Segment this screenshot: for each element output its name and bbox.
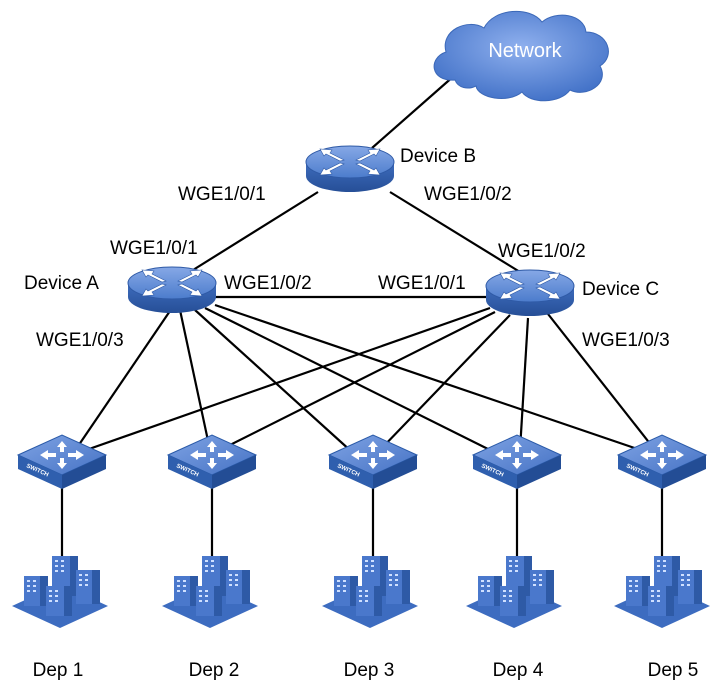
link-c-sw1 <box>71 306 491 457</box>
department-label: Dep 2 <box>189 660 240 681</box>
department-3: Dep 3 <box>322 556 418 681</box>
router-icon <box>485 269 575 317</box>
link-a-sw1 <box>71 307 173 456</box>
link-b-a <box>184 191 319 276</box>
cloud-icon <box>433 10 609 102</box>
port-labels: WGE1/0/1 WGE1/0/2 WGE1/0/1 WGE1/0/2 WGE1… <box>36 184 670 351</box>
department-2: Dep 2 <box>162 556 258 681</box>
device-a: Device A <box>24 266 217 314</box>
link-network-b <box>371 74 456 149</box>
port-label-b-right: WGE1/0/2 <box>424 184 512 205</box>
port-label-c-left: WGE1/0/1 <box>378 273 466 294</box>
buildings-icon <box>466 556 562 628</box>
device-c: Device C <box>485 269 659 317</box>
switch-icon <box>472 434 562 490</box>
link-c-sw4 <box>518 317 530 451</box>
device-a-label: Device A <box>24 273 99 294</box>
departments: Dep 1 Dep 2 Dep 3 Dep 4 Dep 5 <box>12 556 710 681</box>
port-label-a-bottom: WGE1/0/3 <box>36 330 124 351</box>
buildings-icon <box>322 556 418 628</box>
link-a-sw3 <box>194 309 353 453</box>
router-icon <box>127 266 217 314</box>
switch-2: SWITCH <box>167 434 257 490</box>
link-c-sw2 <box>209 311 496 456</box>
link-a-sw5 <box>214 303 656 457</box>
port-label-a-right: WGE1/0/2 <box>224 273 312 294</box>
cloud-label: Network <box>488 40 562 62</box>
department-label: Dep 5 <box>648 660 699 681</box>
switches: SWITCH SWITCH SWITCH SWITCH SWITCH <box>17 434 707 490</box>
buildings-icon <box>162 556 258 628</box>
port-label-a-top: WGE1/0/1 <box>110 238 198 259</box>
switch-5: SWITCH <box>617 434 707 490</box>
department-label: Dep 4 <box>493 660 544 681</box>
switch-icon <box>17 434 107 490</box>
switch-1: SWITCH <box>17 434 107 490</box>
department-5: Dep 5 <box>614 556 710 681</box>
link-a-sw4 <box>204 307 501 456</box>
network-cloud: Network <box>433 10 609 102</box>
department-label: Dep 3 <box>344 660 395 681</box>
link-b-c <box>389 191 521 273</box>
department-label: Dep 1 <box>33 660 84 681</box>
switch-icon <box>617 434 707 490</box>
port-label-b-left: WGE1/0/1 <box>178 184 266 205</box>
device-b: Device B <box>305 145 476 193</box>
buildings-icon <box>614 556 710 628</box>
department-1: Dep 1 <box>12 556 108 681</box>
link-c-sw3 <box>379 314 511 451</box>
router-icon <box>305 145 395 193</box>
link-c-sw5 <box>547 313 656 451</box>
switch-icon <box>167 434 257 490</box>
port-label-c-bottom: WGE1/0/3 <box>582 330 670 351</box>
switch-4: SWITCH <box>472 434 562 490</box>
link-a-sw2 <box>178 309 212 451</box>
device-b-label: Device B <box>400 146 476 167</box>
switch-3: SWITCH <box>328 434 418 490</box>
port-label-c-top: WGE1/0/2 <box>498 241 586 262</box>
department-4: Dep 4 <box>466 556 562 681</box>
links <box>60 74 664 575</box>
buildings-icon <box>12 556 108 628</box>
device-c-label: Device C <box>582 279 659 300</box>
